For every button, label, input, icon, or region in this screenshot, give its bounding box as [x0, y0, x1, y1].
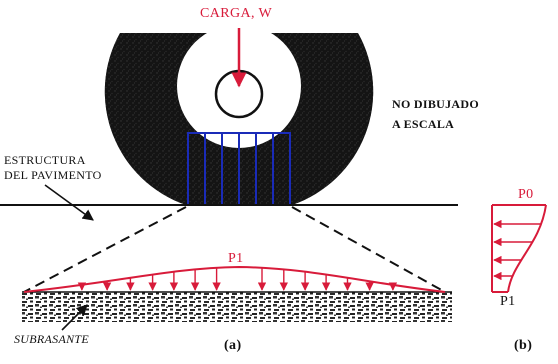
subgrade-layer	[22, 292, 452, 322]
p1-side-label: P1	[500, 294, 516, 309]
panel-b-label: (b)	[514, 338, 533, 353]
not-to-scale-line2: A ESCALA	[392, 117, 455, 131]
spread-line-right	[291, 206, 446, 293]
structure-label-line2: DEL PAVIMENTO	[4, 168, 102, 182]
p0-side-label: P0	[518, 187, 534, 202]
p1-main-label: P1	[228, 251, 244, 266]
not-to-scale-line1: NO DIBUJADO	[392, 97, 479, 111]
panel-a-label: (a)	[224, 338, 242, 353]
structure-label-line1: ESTRUCTURA	[4, 153, 86, 167]
profile-arrows	[493, 219, 542, 281]
load-label: CARGA, W	[200, 6, 273, 21]
structure-pointer-arrow	[44, 184, 94, 221]
pressure-arrows	[77, 267, 398, 291]
spread-line-left	[23, 206, 187, 293]
subgrade-pointer-arrow	[61, 304, 88, 331]
pressure-profile-b	[491, 204, 547, 293]
subgrade-label: SUBRASANTE	[14, 332, 89, 346]
pressure-curve	[23, 265, 446, 293]
